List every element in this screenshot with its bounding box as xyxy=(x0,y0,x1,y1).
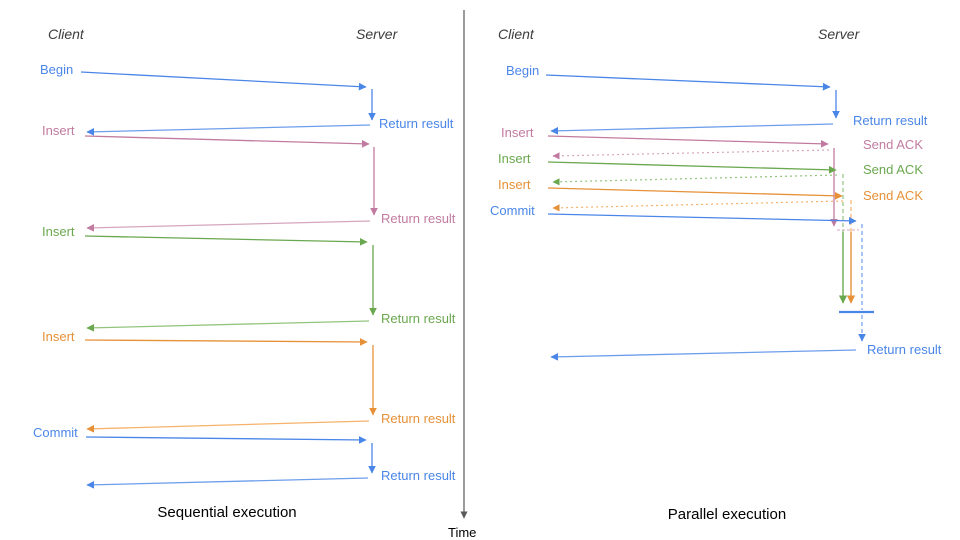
left-return-result-5: Return result xyxy=(381,468,456,483)
right-insert-3-label: Insert xyxy=(498,177,531,192)
left-flow-begin xyxy=(80,71,376,136)
left-flow-insert-3 xyxy=(84,338,377,433)
left-return-result-2: Return result xyxy=(381,211,456,226)
right-begin-label: Begin xyxy=(506,63,540,78)
right-insert-1-label: Insert xyxy=(501,125,534,140)
left-insert-1-label: Insert xyxy=(42,123,75,138)
left-begin-label: Begin xyxy=(40,62,74,77)
left-flow-insert-1 xyxy=(84,135,378,232)
left-flow-insert-2 xyxy=(84,235,377,332)
left-return-result-1: Return result xyxy=(379,116,454,131)
left-insert-2-label: Insert xyxy=(42,224,75,239)
right-flow-commit xyxy=(547,213,874,361)
right-flow-insert-1 xyxy=(547,135,859,231)
right-flow-begin xyxy=(545,74,840,135)
right-insert-2-label: Insert xyxy=(498,151,531,166)
time-axis-label: Time xyxy=(448,525,477,540)
left-client-header: Client xyxy=(48,26,84,42)
left-panel-title: Sequential execution xyxy=(157,504,297,521)
right-return-result-bottom: Return result xyxy=(867,342,942,357)
right-return-result-top: Return result xyxy=(853,113,928,128)
right-send-ack-2: Send ACK xyxy=(863,162,923,177)
right-flow-insert-2 xyxy=(547,161,848,304)
left-return-result-3: Return result xyxy=(381,311,456,326)
left-server-header: Server xyxy=(356,26,398,42)
right-flow-insert-3 xyxy=(547,187,856,304)
left-flow-commit xyxy=(85,436,376,489)
right-send-ack-1: Send ACK xyxy=(863,137,923,152)
right-commit-label: Commit xyxy=(490,203,535,218)
right-server-header: Server xyxy=(818,26,860,42)
left-commit-label: Commit xyxy=(33,425,78,440)
right-panel-title: Parallel execution xyxy=(667,506,787,523)
right-send-ack-3: Send ACK xyxy=(863,188,923,203)
left-insert-3-label: Insert xyxy=(42,329,75,344)
right-client-header: Client xyxy=(498,26,534,42)
left-return-result-4: Return result xyxy=(381,411,456,426)
